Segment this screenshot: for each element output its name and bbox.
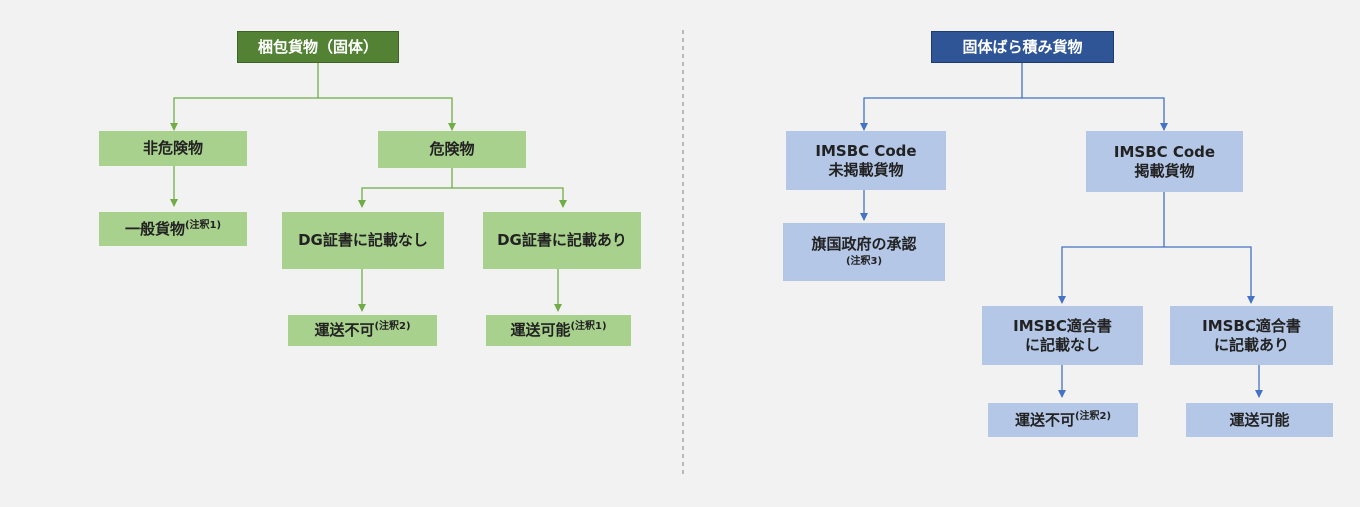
flag-state-approval-node: 旗国政府の承認 (注釈3) [783,223,945,281]
solid-bulk-cargo-root: 固体ばら積み貨物 [931,31,1114,63]
right-connectors [860,62,1263,398]
right-not-transportable-node: 運送不可(注釈2) [988,403,1138,437]
imsbc-unlisted-cargo-node: IMSBC Code 未掲載貨物 [786,131,946,190]
imsbc-compliance-present-node: IMSBC適合書 に記載あり [1170,306,1333,365]
left-connectors [170,62,567,312]
dangerous-goods-node: 危険物 [378,131,526,168]
left-transportable-node: 運送可能(注釈1) [486,315,631,346]
left-not-transportable-node: 運送不可(注釈2) [288,315,437,346]
dg-certificate-not-listed-node: DG証書に記載なし [282,212,444,269]
general-cargo-node: 一般貨物(注釈1) [99,212,247,246]
imsbc-compliance-absent-node: IMSBC適合書 に記載なし [982,306,1143,365]
right-transportable-node: 運送可能 [1186,403,1333,437]
imsbc-listed-cargo-node: IMSBC Code 掲載貨物 [1086,131,1243,192]
packaged-cargo-root: 梱包貨物（固体） [237,31,399,63]
non-dangerous-goods-node: 非危険物 [99,131,247,166]
dg-certificate-listed-node: DG証書に記載あり [483,212,641,269]
